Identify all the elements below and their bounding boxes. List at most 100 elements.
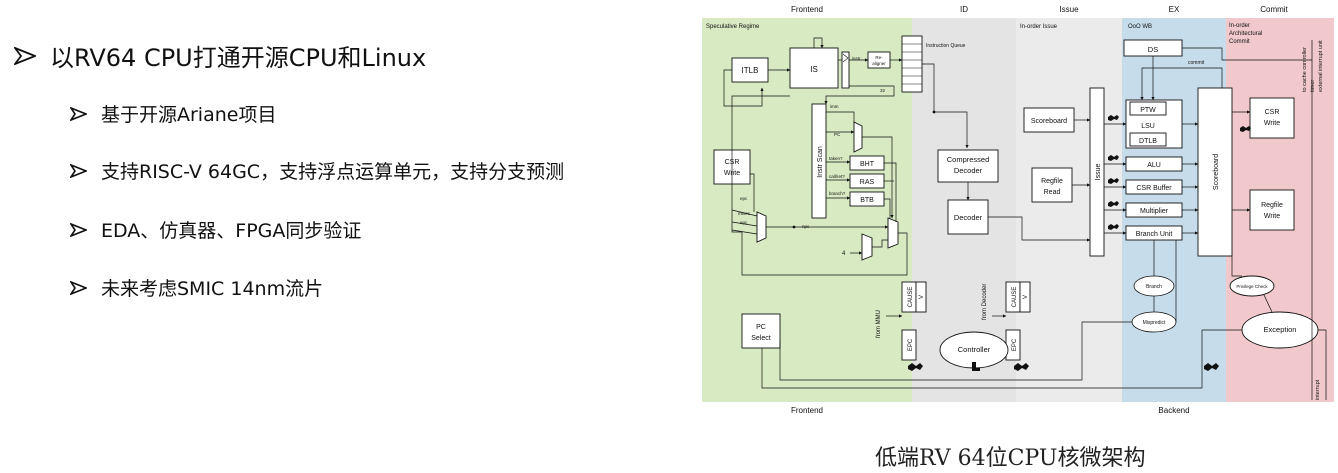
in-order-commit-label-2: Architectural — [1229, 31, 1262, 37]
regfile-write-label-1: Regfile — [1261, 202, 1283, 209]
bullet-item-5: 未来考虑SMIC 14nm流片 — [70, 274, 323, 301]
exception-label: Exception — [1264, 325, 1297, 334]
handshake-icon — [1108, 201, 1119, 207]
realigner-label-2: aligner — [872, 61, 886, 66]
decoder-block — [947, 199, 989, 235]
in-order-commit-label-3: Commit — [1229, 39, 1250, 45]
stage-title-commit: Commit — [1260, 5, 1288, 14]
ds-label: DS — [1148, 45, 1158, 54]
ext-interrupt-label: external interrupt unit — [1318, 40, 1324, 92]
bullet-item-4: EDA、仿真器、FPGA同步验证 — [70, 216, 361, 243]
instr-register — [841, 51, 850, 89]
in-order-issue-label: In-order Issue — [1020, 24, 1058, 30]
scoreboard-left-label: Scoreboard — [1031, 118, 1067, 125]
handshake-icon — [1014, 363, 1029, 371]
diagram-caption: 低端RV 64位CPU核微架构 — [875, 446, 1146, 471]
regfile-read-label-1: Regfile — [1041, 178, 1063, 185]
stage-title-ex: EX — [1169, 5, 1180, 14]
pc-select-label-2: Select — [751, 335, 771, 342]
timer-label: timer — [1310, 80, 1316, 92]
compressed-decoder-block — [937, 149, 999, 183]
is-label: IS — [810, 65, 818, 74]
bullet-text: EDA、仿真器、FPGA同步验证 — [101, 220, 362, 242]
ptw-block — [1129, 101, 1167, 116]
arrow-bullet-icon — [14, 46, 36, 65]
itlb-label: ITLB — [742, 66, 759, 75]
v-right-label: V — [1023, 295, 1029, 299]
arrow-bullet-icon — [70, 106, 87, 121]
epc-signal-label: epc — [740, 196, 748, 201]
bullet-text: 支持RISC-V 64GC，支持浮点运算单元，支持分支预测 — [101, 161, 565, 183]
regfile-read-block — [1031, 167, 1073, 203]
bullet-text: 基于开源Ariane项目 — [101, 104, 277, 126]
controller-label: Controller — [958, 345, 991, 354]
multiplier-label: Multiplier — [1140, 208, 1169, 215]
branch-signal-label: branch? — [829, 191, 846, 196]
privilege-check-label: Privilege Check — [1236, 284, 1268, 289]
instruction-queue-block — [901, 35, 923, 93]
compressed-decoder-label-2: Decoder — [954, 166, 983, 175]
regfile-read-label-2: Read — [1044, 189, 1061, 196]
handshake-icon — [908, 363, 923, 371]
compressed-decoder-label-1: Compressed — [947, 155, 990, 164]
handshake-icon — [1108, 155, 1119, 161]
stage-title-issue: Issue — [1059, 5, 1079, 14]
branch-label: Branch — [1146, 284, 1162, 290]
handshake-icon — [1108, 224, 1119, 230]
v-register-right — [1019, 281, 1031, 313]
issue-label: Issue — [1095, 164, 1102, 181]
call-ret-signal-label: call/ret? — [829, 174, 845, 179]
lsu-label: LSU — [1141, 123, 1155, 130]
csr-write-right-label-1: CSR — [1265, 109, 1280, 116]
stage-title-frontend: Frontend — [791, 5, 823, 14]
ptw-label: PTW — [1140, 107, 1156, 114]
cause-right-label: CAUSE — [1012, 287, 1018, 308]
epc-right-label: EPC — [1012, 338, 1018, 351]
width-32-label: 32 — [880, 88, 886, 93]
arrow-bullet-icon — [70, 222, 87, 237]
regfile-write-label-2: Write — [1264, 213, 1280, 220]
bullet-item-1: 以RV64 CPU打通开源CPU和Linux — [14, 38, 426, 73]
toilet-icon — [972, 362, 980, 371]
bottom-frontend-label: Frontend — [791, 406, 823, 415]
interrupt-label: interrupt — [1315, 379, 1321, 400]
scoreboard-right-label: Scoreboard — [1213, 154, 1220, 190]
plus-four-label: 4 — [842, 251, 846, 257]
taken-signal-label: taken? — [829, 156, 843, 161]
handshake-icon — [1108, 115, 1119, 121]
csr-buffer-label: CSR Buffer — [1136, 185, 1172, 192]
mux-left — [756, 211, 767, 243]
realigner-label-1: Re- — [875, 55, 883, 60]
is-block — [789, 47, 839, 89]
from-mmu-label: from MMU — [876, 310, 882, 338]
handshake-icon — [1240, 126, 1251, 132]
cause-left-label: CAUSE — [908, 287, 914, 308]
v-left-label: V — [919, 295, 925, 299]
bht-label: BHT — [860, 161, 875, 168]
bullet-text: 以RV64 CPU打通开源CPU和Linux — [50, 44, 427, 72]
epc-register-left — [901, 329, 917, 361]
epc-left-label: EPC — [908, 338, 914, 351]
bullet-text: 未来考虑SMIC 14nm流片 — [101, 278, 324, 300]
bullet-item-2: 基于开源Ariane项目 — [70, 100, 276, 127]
bullet-list: 以RV64 CPU打通开源CPU和Linux 基于开源Ariane项目 支持RI… — [14, 38, 564, 301]
decoder-label: Decoder — [954, 213, 983, 222]
v-register-left — [915, 281, 927, 313]
handshake-icon — [1204, 363, 1219, 371]
cpu-microarchitecture-diagram: Frontend ID Issue EX Commit Speculative … — [702, 5, 1334, 415]
speculative-regime-label: Speculative Regime — [706, 24, 760, 30]
bullet-item-3: 支持RISC-V 64GC，支持浮点运算单元，支持分支预测 — [70, 157, 564, 184]
from-decoder-label: from Decoder — [982, 284, 988, 320]
mux-pc — [853, 121, 863, 153]
scoreboard-right-block — [1197, 87, 1233, 257]
regfile-write-block — [1249, 189, 1295, 231]
privilege-check-ellipse — [1229, 275, 1275, 297]
arrow-bullet-icon — [70, 163, 87, 178]
stage-title-id: ID — [960, 5, 968, 14]
bottom-backend-label: Backend — [1158, 406, 1189, 415]
adder — [861, 233, 873, 261]
btb-label: BTB — [860, 197, 874, 204]
pc-select-label-1: PC — [756, 324, 766, 331]
dtlb-label: DTLB — [1139, 138, 1157, 145]
dtlb-block — [1129, 132, 1167, 147]
